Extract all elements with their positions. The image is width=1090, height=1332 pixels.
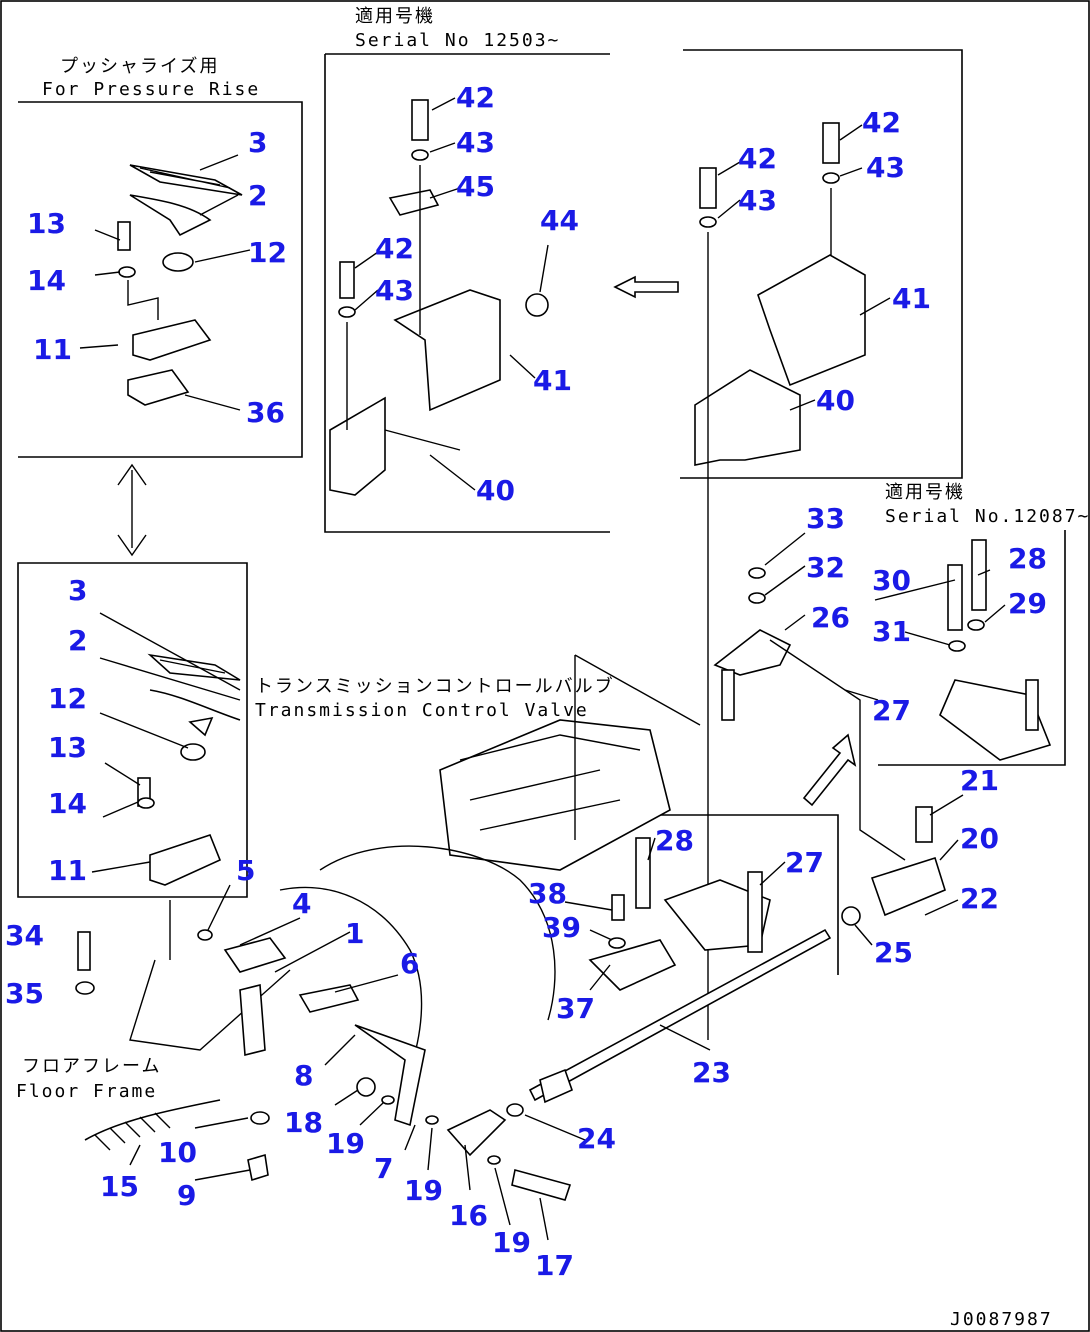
box-serial-12087: [878, 530, 1066, 766]
callout-16: 16: [449, 1199, 488, 1232]
callout-33: 33: [806, 502, 845, 535]
caption-floor-jp: フロアフレーム: [22, 1056, 161, 1077]
callout-2: 2: [248, 179, 267, 212]
callout-13: 13: [48, 731, 87, 764]
caption-serial-right-en: Serial No.12087~: [885, 506, 1090, 527]
callout-24: 24: [577, 1122, 616, 1155]
callout-11: 11: [33, 333, 72, 366]
callout-26: 26: [811, 601, 850, 634]
diagonal-arrow-icon: [802, 733, 857, 807]
callout-43: 43: [375, 274, 414, 307]
callout-30: 30: [872, 564, 911, 597]
callout-28: 28: [1008, 542, 1047, 575]
callout-19: 19: [326, 1127, 365, 1160]
drawing-number: J0087987: [950, 1309, 1053, 1330]
parts-control-linkage: [506, 539, 1052, 1117]
callout-31: 31: [872, 615, 911, 648]
callout-35: 35: [5, 977, 44, 1010]
callout-1: 1: [345, 917, 364, 950]
callout-44: 44: [540, 204, 579, 237]
callout-19: 19: [492, 1226, 531, 1259]
callout-42: 42: [862, 106, 901, 139]
callout-21: 21: [960, 764, 999, 797]
callout-27: 27: [785, 846, 824, 879]
left-arrow-icon: [613, 275, 679, 299]
callout-22: 22: [960, 882, 999, 915]
callout-34: 34: [5, 919, 44, 952]
callout-43: 43: [866, 151, 905, 184]
caption-serial-right-jp: 適用号機: [885, 482, 965, 503]
callout-11: 11: [48, 854, 87, 887]
caption-tcv-jp: トランスミッションコントロールバルブ: [255, 675, 615, 697]
parts-pedal-linkage: [75, 653, 572, 1201]
callout-42: 42: [738, 142, 777, 175]
callout-14: 14: [27, 264, 66, 297]
callout-40: 40: [476, 474, 515, 507]
caption-pressure-jp: プッシャライズ用: [60, 56, 219, 77]
callout-19: 19: [404, 1174, 443, 1207]
callout-10: 10: [158, 1136, 197, 1169]
callout-45: 45: [456, 170, 495, 203]
leader-lines: [79, 97, 1006, 1241]
caption-serial-top-jp: 適用号機: [355, 6, 435, 27]
callout-29: 29: [1008, 587, 1047, 620]
box-lower-left: [17, 562, 248, 898]
callout-25: 25: [874, 936, 913, 969]
callout-12: 12: [248, 236, 287, 269]
double-arrow-icon: [117, 463, 147, 557]
callout-43: 43: [738, 184, 777, 217]
callout-8: 8: [294, 1059, 313, 1092]
parts-right-upper: [694, 122, 866, 1040]
callout-3: 3: [248, 126, 267, 159]
callout-28: 28: [655, 824, 694, 857]
callout-9: 9: [177, 1179, 196, 1212]
callout-17: 17: [535, 1249, 574, 1282]
callout-6: 6: [400, 947, 419, 980]
caption-serial-top-en: Serial No 12503~: [355, 30, 560, 51]
callout-13: 13: [27, 207, 66, 240]
callout-41: 41: [892, 282, 931, 315]
callout-14: 14: [48, 787, 87, 820]
callout-2: 2: [68, 624, 87, 657]
callout-20: 20: [960, 822, 999, 855]
callout-15: 15: [100, 1170, 139, 1203]
box-right-upper: [680, 49, 963, 479]
callout-32: 32: [806, 551, 845, 584]
transmission-valve-body: [279, 654, 701, 1071]
callout-39: 39: [542, 911, 581, 944]
parts-serial-12503: [329, 99, 549, 496]
callout-42: 42: [456, 81, 495, 114]
callout-27: 27: [872, 694, 911, 727]
callout-36: 36: [246, 396, 285, 429]
callout-3: 3: [68, 574, 87, 607]
callout-7: 7: [374, 1152, 393, 1185]
callout-5: 5: [236, 854, 255, 887]
box-pressure-rise: [18, 101, 303, 458]
callout-43: 43: [456, 126, 495, 159]
callout-4: 4: [292, 887, 311, 920]
caption-tcv-en: Transmission Control Valve: [255, 700, 589, 721]
callout-38: 38: [528, 877, 567, 910]
box-control-plate: [632, 814, 839, 975]
caption-floor-en: Floor Frame: [16, 1081, 157, 1102]
callout-23: 23: [692, 1056, 731, 1089]
callout-37: 37: [556, 992, 595, 1025]
callout-40: 40: [816, 384, 855, 417]
caption-pressure-en: For Pressure Rise: [42, 79, 260, 100]
callout-18: 18: [284, 1106, 323, 1139]
callout-12: 12: [48, 682, 87, 715]
callout-42: 42: [375, 232, 414, 265]
box-serial-12503: [324, 53, 610, 533]
parts-pressure-rise: [117, 164, 243, 406]
callout-labels: 3 2 13 12 14 11 36 42 43 45 42 43 44 41 …: [5, 81, 1047, 1282]
callout-41: 41: [533, 364, 572, 397]
